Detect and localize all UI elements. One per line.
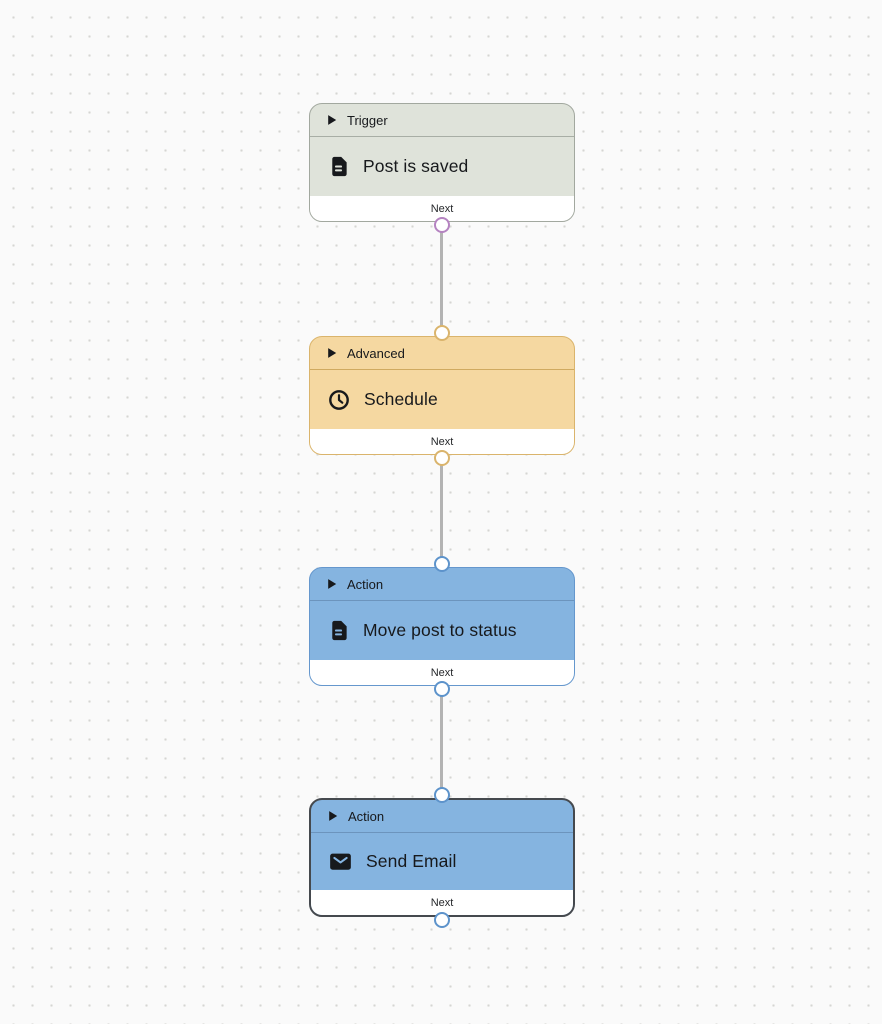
node-body[interactable]: Move post to status [310, 601, 574, 660]
source-handle[interactable] [434, 681, 450, 697]
clock-icon [327, 388, 351, 412]
target-handle[interactable] [434, 556, 450, 572]
node-category-label: Advanced [347, 345, 405, 361]
node-title: Schedule [364, 389, 438, 409]
node-title: Send Email [366, 851, 457, 871]
node-category-label: Action [347, 576, 384, 592]
node-body[interactable]: Send Email [311, 833, 573, 890]
connection-line[interactable] [440, 688, 443, 794]
node-footer: Next [310, 429, 574, 454]
node-box: Action Move post to status Next [309, 567, 575, 686]
node-header[interactable]: Action [310, 568, 574, 601]
node-action-send-email[interactable]: Action Send Email Next [309, 787, 575, 928]
node-header[interactable]: Advanced [310, 337, 574, 370]
connection-line[interactable] [440, 224, 443, 332]
node-category-label: Action [348, 808, 385, 824]
document-icon [327, 619, 350, 642]
node-title: Move post to status [363, 620, 517, 640]
node-advanced-schedule[interactable]: Advanced Schedule Next [309, 325, 575, 466]
node-header[interactable]: Action [311, 800, 573, 833]
play-icon [327, 578, 337, 590]
play-icon [328, 810, 338, 822]
mail-icon [328, 850, 353, 873]
node-box: Action Send Email Next [309, 798, 575, 917]
node-body[interactable]: Schedule [310, 370, 574, 429]
next-port-label: Next [430, 435, 454, 448]
source-handle[interactable] [434, 217, 450, 233]
node-body[interactable]: Post is saved [310, 137, 574, 196]
target-handle[interactable] [434, 325, 450, 341]
next-port-label: Next [430, 896, 454, 909]
node-box: Advanced Schedule Next [309, 336, 575, 455]
next-port-label: Next [430, 202, 454, 215]
play-icon [327, 114, 337, 126]
connection-line[interactable] [440, 456, 443, 563]
node-footer: Next [310, 660, 574, 685]
node-category-label: Trigger [347, 112, 388, 128]
target-handle[interactable] [434, 787, 450, 803]
play-icon [327, 347, 337, 359]
source-handle[interactable] [434, 450, 450, 466]
node-title: Post is saved [363, 156, 469, 176]
source-handle[interactable] [434, 912, 450, 928]
document-icon [327, 155, 350, 178]
node-header[interactable]: Trigger [310, 104, 574, 137]
node-box: Trigger Post is saved Next [309, 103, 575, 222]
node-trigger-post-is-saved[interactable]: Trigger Post is saved Next [309, 103, 575, 233]
node-action-move-post-to-status[interactable]: Action Move post to status Next [309, 556, 575, 697]
node-footer: Next [310, 196, 574, 221]
node-footer: Next [311, 890, 573, 915]
next-port-label: Next [430, 666, 454, 679]
